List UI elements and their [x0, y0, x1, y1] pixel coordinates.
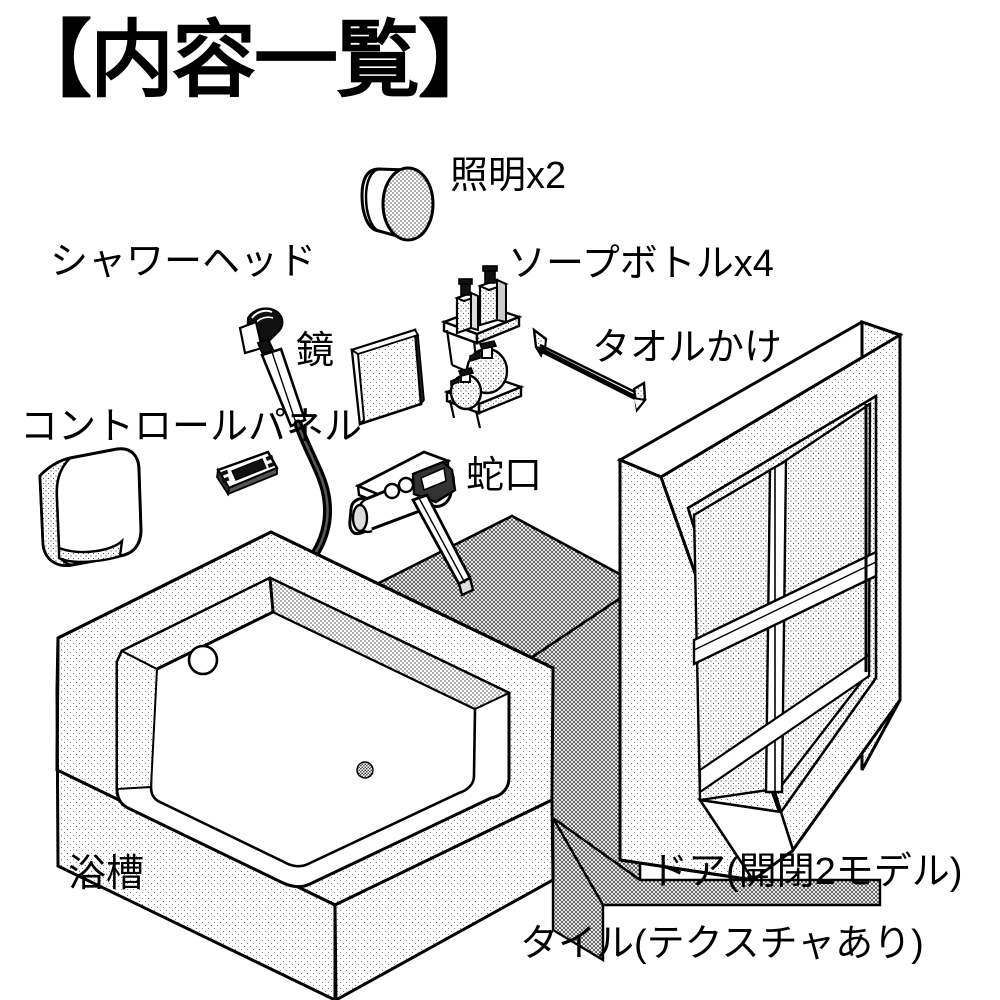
faucet-illustration [348, 450, 475, 597]
soap-bottle-shelf-lower [443, 340, 525, 429]
mirror-illustration [349, 328, 425, 427]
label-shower-head: シャワーヘッド [50, 241, 317, 283]
label-mirror: 鏡 [296, 330, 335, 372]
lighting-illustration [360, 166, 435, 242]
door-illustration [616, 319, 904, 882]
label-towel-rack: タオルかけ [592, 327, 783, 369]
page-title: 【内容一覧】 [8, 13, 502, 107]
label-soap-bottle: ソープボトルx4 [508, 243, 774, 285]
label-lighting: 照明x2 [450, 155, 567, 197]
label-faucet: 蛇口 [466, 455, 543, 497]
label-bathtub: 浴槽 [68, 853, 145, 895]
bath-stool-illustration [38, 447, 143, 568]
label-tile: タイル(テクスチャあり) [520, 923, 924, 965]
label-control-panel: コントロールパネル [20, 406, 363, 448]
label-door: ドア(開閉2モデル) [650, 851, 963, 893]
bathtub-illustration [55, 530, 555, 1000]
towel-rack-illustration [532, 327, 647, 413]
control-panel-illustration [216, 450, 279, 497]
